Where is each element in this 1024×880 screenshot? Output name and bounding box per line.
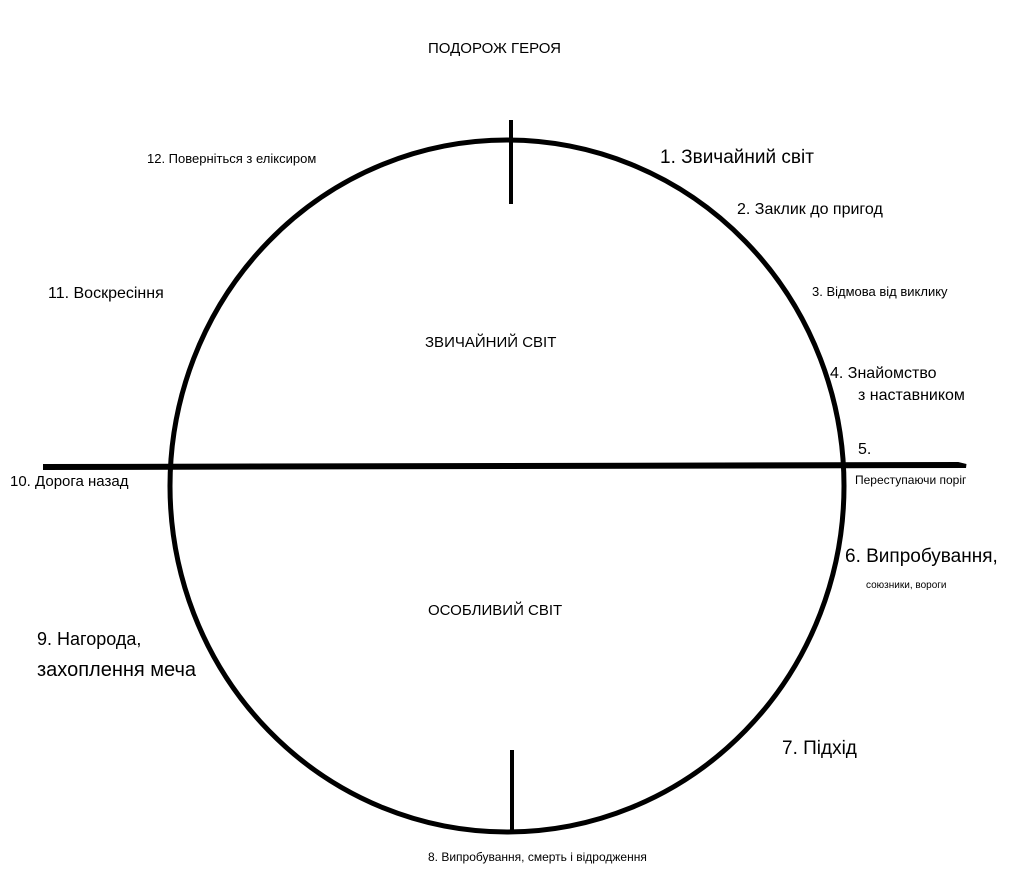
region-special-world: ОСОБЛИВИЙ СВІТ <box>428 602 563 619</box>
stage-2: 2. Заклик до пригод <box>737 201 883 218</box>
stage-5-label: Переступаючи поріг <box>855 473 967 487</box>
stage-8: 8. Випробування, смерть і відродження <box>428 850 647 864</box>
stage-11: 11. Воскресіння <box>48 285 164 302</box>
stage-9-line2: захоплення меча <box>37 659 197 681</box>
threshold-line <box>43 461 967 471</box>
stage-12: 12. Поверніться з еліксиром <box>147 151 317 166</box>
stage-6-line1: 6. Випробування, <box>845 546 998 567</box>
stage-4-line1: 4. Знайомство <box>830 365 937 382</box>
stage-3: 3. Відмова від виклику <box>812 284 948 299</box>
stage-6-line2: союзники, вороги <box>866 580 947 591</box>
stage-5-number: 5. <box>858 441 872 458</box>
stage-9-line1: 9. Нагорода, <box>37 629 142 649</box>
stage-4-line2: з наставником <box>858 387 965 404</box>
stage-7: 7. Підхід <box>782 738 857 759</box>
region-ordinary-world: ЗВИЧАЙНИЙ СВІТ <box>425 334 557 351</box>
journey-circle <box>167 137 847 835</box>
stage-10: 10. Дорога назад <box>10 473 129 490</box>
stage-1: 1. Звичайний світ <box>660 147 814 168</box>
diagram-title: ПОДОРОЖ ГЕРОЯ <box>428 40 561 57</box>
